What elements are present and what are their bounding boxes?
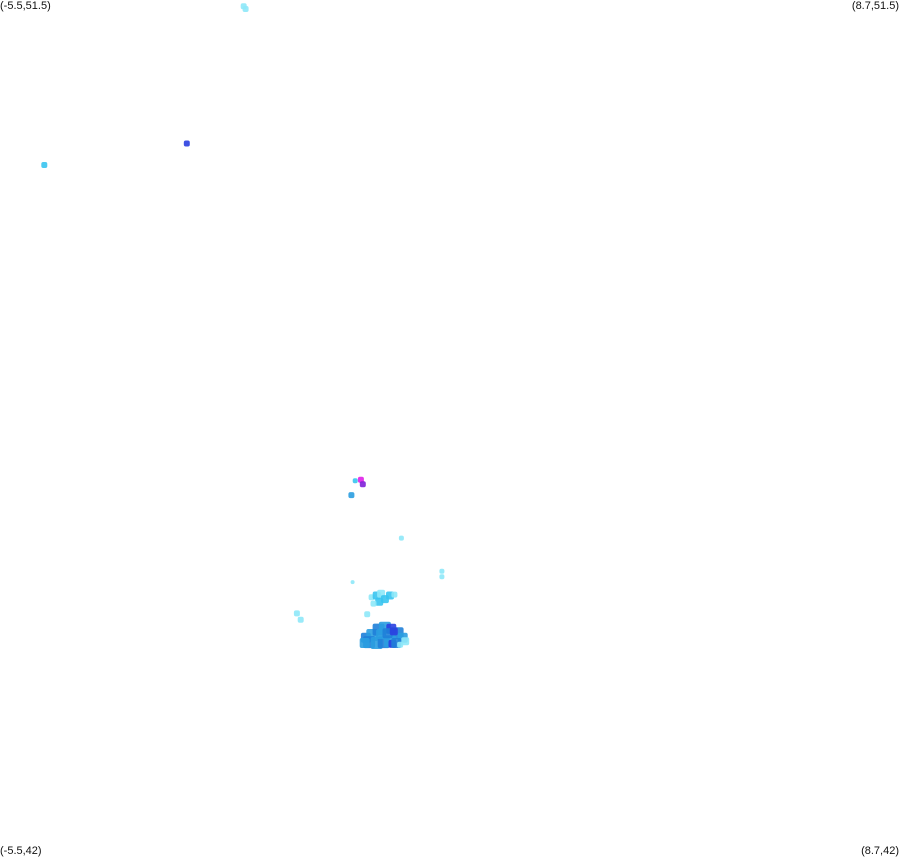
scatter-point-41 (397, 641, 404, 648)
scatter-point-6 (359, 481, 366, 488)
scatter-point-22 (364, 611, 371, 618)
scatter-point-1 (242, 6, 249, 12)
scatter-point-10 (439, 574, 445, 580)
scatter-point-9 (439, 568, 445, 574)
corner-label-bottom-right: (8.7,42) (861, 845, 899, 857)
scatter-point-40 (389, 627, 398, 636)
scatter-point-4 (352, 478, 358, 484)
scatter-point-20 (391, 591, 398, 598)
scatter-point-13 (297, 616, 304, 623)
scatter-point-37 (359, 638, 370, 648)
scatter-point-12 (293, 610, 300, 617)
scatter-point-8 (398, 535, 404, 541)
scatter-point-3 (41, 162, 48, 168)
corner-label-bottom-left: (-5.5,42) (0, 845, 42, 857)
scatter-point-21 (370, 600, 377, 607)
scatter-point-7 (348, 492, 355, 499)
scatter-point-18 (375, 597, 384, 606)
corner-label-top-left: (-5.5,51.5) (0, 0, 51, 12)
scatter-point-30 (401, 637, 410, 646)
scatter-point-2 (183, 140, 190, 147)
scatter-point-11 (350, 580, 355, 585)
corner-label-top-right: (8.7,51.5) (851, 0, 899, 12)
